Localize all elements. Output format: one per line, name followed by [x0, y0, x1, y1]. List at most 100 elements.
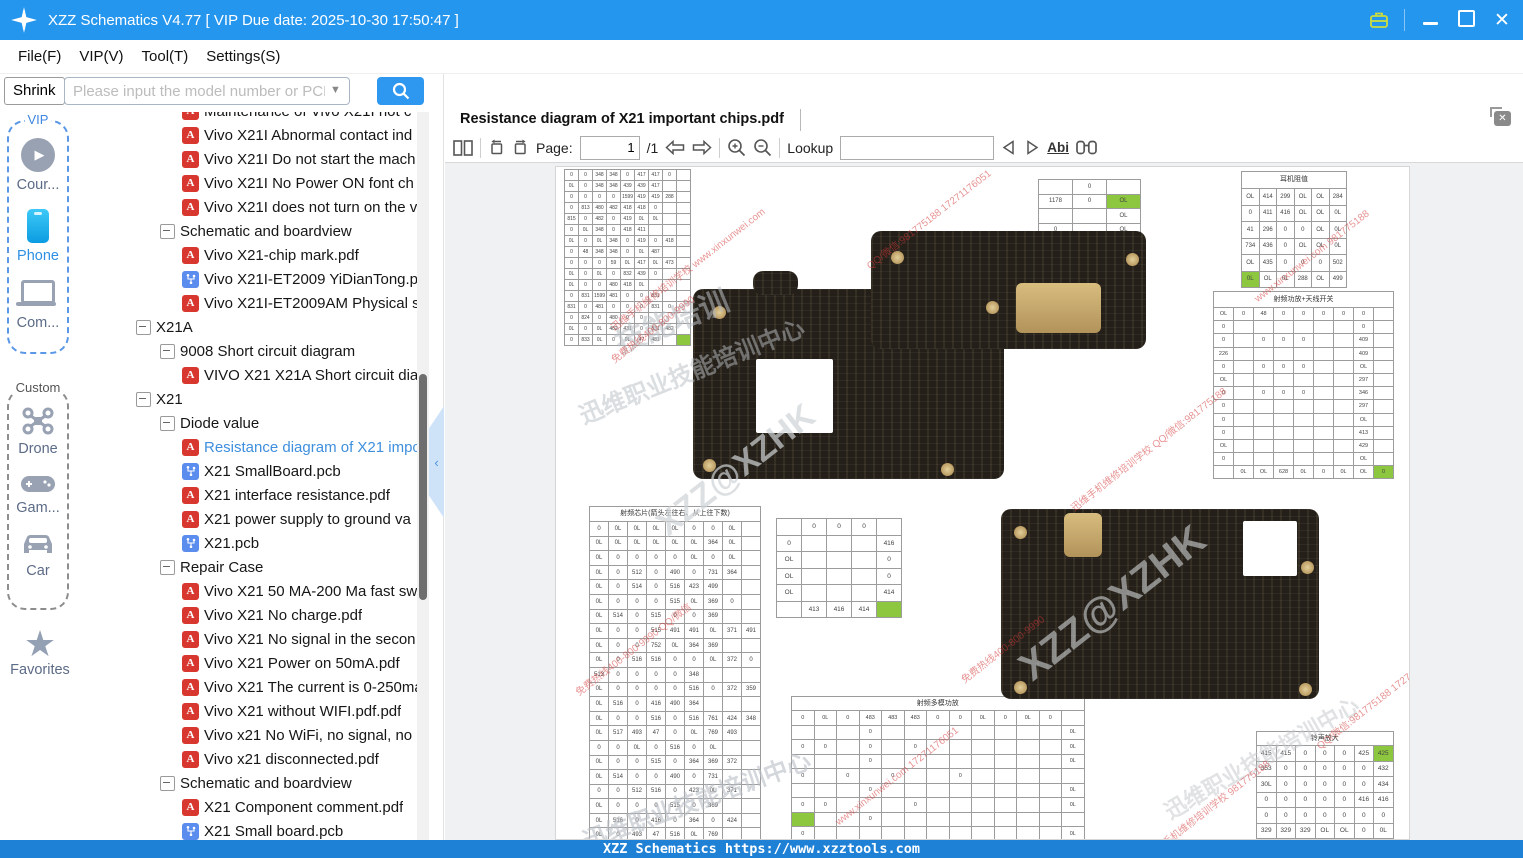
collapse-icon[interactable] — [136, 391, 151, 407]
collapse-icon[interactable] — [160, 223, 175, 239]
tree-item[interactable]: Vivo X21I-ET2009 YiDianTong.p — [80, 267, 417, 291]
sidebar-item-car[interactable]: Car — [16, 532, 60, 579]
zoom-in-icon[interactable] — [727, 138, 746, 157]
menu-item-tool[interactable]: Tool(T) — [141, 48, 189, 65]
table-cell: 414 — [1259, 189, 1277, 206]
next-page-icon[interactable] — [692, 140, 712, 155]
sidebar-item-drone[interactable]: Drone — [16, 406, 60, 457]
tree-group[interactable]: X21 — [80, 387, 417, 411]
previous-page-icon[interactable] — [665, 140, 685, 155]
tree-group[interactable]: 9008 Short circuit diagram — [80, 339, 417, 363]
rotate-cw-icon[interactable] — [512, 139, 529, 156]
sidebar-item-gam[interactable]: Gam... — [16, 473, 60, 516]
lookup-input[interactable] — [840, 135, 995, 160]
table-cell: 0L — [1329, 222, 1347, 239]
document-tab[interactable]: Resistance diagram of X21 important chip… — [460, 111, 784, 127]
table-cell: 0L — [1234, 466, 1254, 480]
collapse-icon[interactable] — [160, 559, 175, 575]
tree-group[interactable]: X21A — [80, 315, 417, 339]
table-cell: 0 — [1374, 808, 1394, 824]
close-tab-icon[interactable]: ✕ — [1490, 107, 1511, 126]
table-cell: 0L — [704, 740, 723, 756]
zoom-out-icon[interactable] — [753, 138, 772, 157]
tree-group[interactable]: Schematic and boardview — [80, 771, 417, 795]
tree-scrollbar[interactable] — [417, 112, 429, 840]
two-page-view-icon[interactable] — [453, 139, 473, 156]
sidebar-item-cour[interactable]: ▶Cour... — [17, 138, 59, 193]
tree-group[interactable]: Schematic and boardview — [80, 219, 417, 243]
sidebar-item-favorites[interactable]: ★ Favorites — [0, 625, 80, 678]
find-previous-icon[interactable] — [1001, 140, 1017, 155]
collapse-panel-handle[interactable]: ‹ — [429, 406, 444, 518]
table-cell: 0 — [1234, 308, 1254, 322]
table-cell: 0L — [635, 280, 649, 291]
tree-group[interactable]: Repair Case — [80, 555, 417, 579]
tree-scrollbar-thumb[interactable] — [419, 374, 427, 600]
table-cell: 329 — [1276, 823, 1296, 839]
table-cell — [1374, 387, 1394, 401]
search-button[interactable] — [377, 77, 424, 105]
tree-item[interactable]: X21 SmallBoard.pcb — [80, 459, 417, 483]
collapse-icon[interactable] — [136, 319, 151, 335]
menu-item-settings[interactable]: Settings(S) — [206, 48, 281, 65]
binoculars-icon[interactable] — [1076, 140, 1097, 155]
table-cell — [704, 697, 723, 712]
table-cell: 0 — [579, 214, 593, 225]
search-input[interactable] — [64, 77, 350, 105]
table-cell: 0 — [635, 302, 649, 313]
table-cell: 0L — [590, 755, 609, 771]
tree-item[interactable]: AMaintenance of Vivo X21I not c — [80, 112, 417, 123]
chevron-down-icon[interactable]: ▼ — [330, 84, 341, 96]
maximize-button[interactable] — [1455, 9, 1477, 31]
collapse-icon[interactable] — [160, 775, 175, 791]
tree-item[interactable]: X21 Small board.pcb — [80, 819, 417, 840]
match-case-toggle[interactable]: Abi — [1047, 140, 1069, 155]
find-next-icon[interactable] — [1024, 140, 1040, 155]
minimize-button[interactable] — [1419, 12, 1441, 29]
screw-pad — [986, 301, 999, 314]
menu-item-vip[interactable]: VIP(V) — [79, 48, 124, 65]
collapse-icon[interactable] — [160, 343, 175, 359]
table-cell — [742, 799, 761, 814]
briefcase-icon[interactable] — [1368, 9, 1390, 31]
table-cell: 0 — [685, 522, 704, 537]
page-number-input[interactable] — [579, 135, 640, 160]
close-button[interactable]: ✕ — [1494, 9, 1510, 31]
tree-item[interactable]: X21.pcb — [80, 531, 417, 555]
collapse-icon[interactable] — [160, 415, 175, 431]
rotate-ccw-icon[interactable] — [488, 139, 505, 156]
table-cell: 0 — [792, 827, 815, 839]
sidebar-item-phone[interactable]: Phone — [17, 209, 60, 264]
table-cell: 0 — [882, 769, 905, 784]
menu-item-file[interactable]: File(F) — [18, 48, 62, 65]
table-cell: 0L — [609, 522, 628, 537]
pdf-file-icon: A — [182, 294, 199, 312]
tree-group[interactable]: Diode value — [80, 411, 417, 435]
shrink-button[interactable]: Shrink — [4, 77, 65, 105]
table-cell — [1294, 413, 1314, 427]
sidebar-item-com[interactable]: Com... — [16, 280, 60, 331]
table-cell: 0 — [1276, 808, 1296, 824]
table-cell: 425 — [1374, 746, 1394, 762]
table-cell: 0 — [1039, 711, 1062, 726]
